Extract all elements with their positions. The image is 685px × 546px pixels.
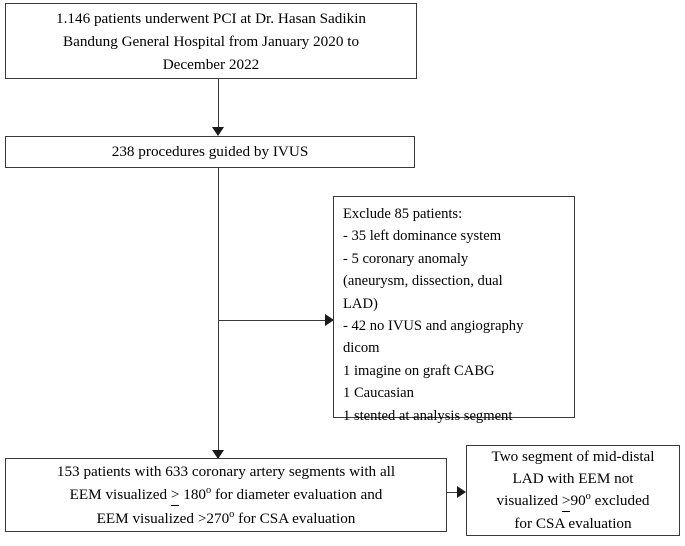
- greater-or-equal-icon: >: [170, 483, 179, 507]
- arrowhead-right-icon: [457, 486, 466, 498]
- greater-or-equal-icon: >: [561, 490, 570, 513]
- cohort-line-2: Bandung General Hospital from January 20…: [62, 32, 360, 50]
- included-line-1: 153 patients with 633 coronary artery se…: [56, 463, 396, 480]
- included-line-2-post: for diameter evaluation and: [211, 486, 383, 503]
- exclude-line-9: 1 Caucasian: [343, 385, 414, 402]
- excluded-seg-line-3-mid: 90: [570, 492, 586, 509]
- included-line-2-pre: EEM visualized: [69, 486, 171, 503]
- excluded-seg-line-2: LAD with EEM not: [512, 470, 634, 487]
- flowchart-box-exclusions: Exclude 85 patients: - 35 left dominance…: [333, 196, 575, 424]
- connector-ivus-trunk-line: [218, 168, 219, 458]
- arrowhead-down-icon: [212, 450, 224, 459]
- degree-icon: o: [229, 508, 235, 520]
- exclude-line-8: 1 imagine on graft CABG: [343, 362, 495, 379]
- connector-included-to-excluded-segments-line: [447, 492, 458, 493]
- exclude-line-2: - 35 left dominance system: [343, 228, 502, 245]
- excluded-seg-line-3: visualized >90o excluded: [473, 490, 673, 513]
- flowchart-box-total-cohort: 1.146 patients underwent PCI at Dr. Hasa…: [5, 3, 417, 79]
- connector-cohort-to-ivus-line: [218, 79, 219, 128]
- included-line-2-mid: 180: [179, 486, 206, 503]
- excluded-seg-line-3-post: excluded: [590, 492, 650, 509]
- cohort-line-3: December 2022: [162, 55, 260, 73]
- included-line-3-post: for CSA evaluation: [234, 510, 356, 527]
- exclude-line-4: (aneurysm, dissection, dual: [343, 273, 503, 290]
- cohort-line-1: 1.146 patients underwent PCI at Dr. Hasa…: [55, 9, 367, 27]
- exclude-line-6: - 42 no IVUS and angiography: [343, 318, 524, 335]
- included-line-3: EEM visualized >270o for CSA evaluation: [14, 507, 438, 530]
- exclude-line-7: dicom: [343, 340, 380, 357]
- flowchart-box-ivus-guided: 238 procedures guided by IVUS: [5, 136, 415, 168]
- included-line-2: EEM visualized > 180o for diameter evalu…: [14, 483, 438, 507]
- excluded-seg-line-1: Two segment of mid-distal: [491, 448, 655, 465]
- included-line-3-pre: EEM visualized >270: [96, 510, 230, 527]
- exclude-line-3: - 5 coronary anomaly: [343, 250, 469, 267]
- degree-icon: o: [585, 490, 591, 502]
- degree-icon: o: [206, 484, 212, 496]
- arrowhead-down-icon: [212, 127, 224, 136]
- connector-ivus-to-exclude-line: [218, 320, 326, 321]
- arrowhead-right-icon: [325, 314, 334, 326]
- flowchart-box-excluded-segments: Two segment of mid-distal LAD with EEM n…: [466, 445, 680, 536]
- exclude-line-1: Exclude 85 patients:: [343, 206, 463, 222]
- excluded-seg-line-4: for CSA evaluation: [514, 515, 632, 532]
- exclude-line-5: LAD): [343, 295, 378, 312]
- excluded-seg-line-3-pre: visualized: [496, 492, 562, 509]
- flowchart-box-included-patients: 153 patients with 633 coronary artery se…: [5, 458, 447, 532]
- ivus-line-1: 238 procedures guided by IVUS: [111, 143, 309, 160]
- exclude-line-10: 1 stented at analysis segment: [343, 407, 513, 424]
